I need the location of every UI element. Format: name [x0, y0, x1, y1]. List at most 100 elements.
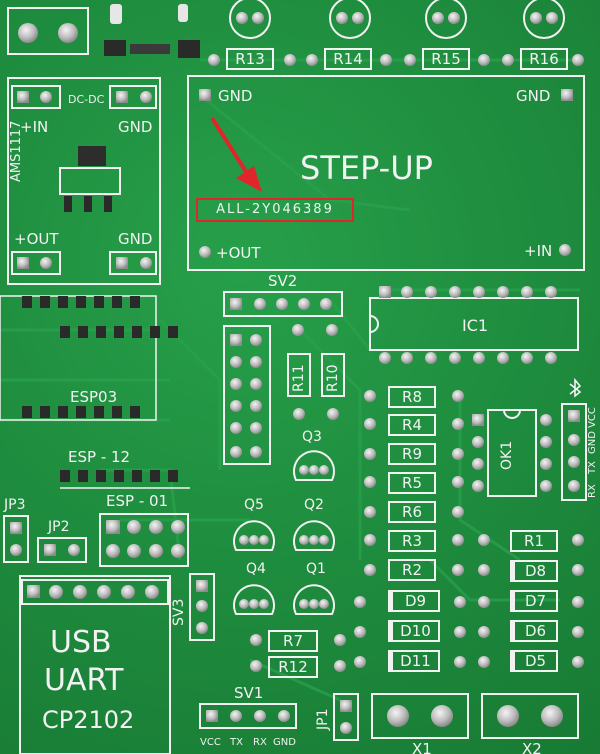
- ams1117-outline: [59, 167, 121, 195]
- r10-label: R10: [325, 364, 341, 392]
- pad: [199, 89, 211, 101]
- diode-label: D8: [510, 560, 558, 582]
- jp1-outline: [333, 693, 359, 741]
- q1-label: Q1: [306, 561, 326, 577]
- diode-label: D10: [388, 620, 440, 642]
- pad: [58, 23, 78, 43]
- resistor-label: R9: [388, 443, 436, 465]
- resistor-label: R3: [388, 530, 436, 552]
- bt-pin-vcc: VCC: [587, 407, 598, 428]
- pad: [18, 23, 38, 43]
- usb-label: USB: [50, 625, 112, 660]
- stepup-gnd-right: GND: [516, 87, 551, 105]
- x2-outline: [481, 693, 579, 739]
- pad: [199, 246, 211, 258]
- smd-cap: [78, 146, 106, 166]
- sv1-pin-tx: TX: [230, 737, 243, 748]
- sv1-label: SV1: [234, 684, 264, 702]
- ok1-outline: [487, 409, 537, 497]
- esp01-label: ESP - 01: [106, 492, 169, 510]
- smd-part: [110, 4, 122, 24]
- stepup-out: +OUT: [216, 244, 261, 262]
- stepup-title: STEP-UP: [300, 149, 433, 187]
- q2-label: Q2: [304, 497, 324, 513]
- esp03-label: ESP03: [70, 388, 118, 406]
- cp2102-label: CP2102: [42, 706, 135, 734]
- resistor-label: R8: [388, 386, 436, 408]
- resistor-label: R13: [226, 48, 274, 70]
- resistor-label: R15: [422, 48, 470, 70]
- diode-label: D6: [510, 620, 558, 642]
- resistor-label: R16: [520, 48, 568, 70]
- stepup-outline: [187, 75, 585, 271]
- sv3-outline: [189, 573, 215, 641]
- ic1-outline: [369, 297, 579, 351]
- bt-pin-tx: TX: [587, 461, 598, 474]
- red-arrow-icon: [210, 116, 262, 192]
- x1-outline: [371, 693, 469, 739]
- resistor-label: R4: [388, 414, 436, 436]
- pad: [561, 89, 573, 101]
- resistor-label: R12: [268, 656, 318, 678]
- top-resistor-pads: [208, 54, 584, 66]
- diode-label: D7: [510, 590, 558, 612]
- resistor-label: R2: [388, 559, 436, 581]
- ic1-label: IC1: [462, 316, 489, 335]
- dcdc-gnd-bottom: GND: [118, 230, 153, 248]
- q4-label: Q4: [246, 561, 266, 577]
- dcdc-gnd-top: GND: [118, 118, 153, 136]
- r10-outline: [321, 353, 345, 397]
- bt-pin-gnd: GND: [587, 431, 598, 454]
- bluetooth-icon: [569, 377, 582, 398]
- dcdc-chip-label: AMS1117: [9, 120, 24, 182]
- jp2-label: JP2: [48, 519, 70, 535]
- resistor-label: R14: [324, 48, 372, 70]
- stepup-gnd-left: GND: [218, 87, 253, 105]
- sv1-outline: [199, 703, 297, 729]
- sv1-pin-rx: RX: [253, 737, 267, 748]
- smd-array: [130, 44, 170, 54]
- smd-part: [178, 40, 200, 58]
- jp3-outline: [3, 515, 29, 563]
- pad: [559, 244, 571, 256]
- transistor-outlines: [233, 450, 335, 615]
- x1-label: X1: [412, 740, 432, 754]
- top-left-connector-outline: [7, 7, 89, 55]
- diode-label: D5: [510, 650, 558, 672]
- dcdc-outline: [7, 77, 161, 285]
- stepup-in: +IN: [524, 242, 553, 260]
- esp12-label: ESP - 12: [68, 448, 131, 466]
- sv1-pin-gnd: GND: [273, 737, 296, 748]
- jp1-label: JP1: [315, 708, 331, 730]
- bt-pin-rx: RX: [587, 484, 598, 498]
- resistor-label: R6: [388, 501, 436, 523]
- mid-resistor-pads: [250, 390, 584, 672]
- dcdc-out: +OUT: [14, 230, 59, 248]
- diode-label: D11: [388, 650, 440, 672]
- smd-part: [104, 40, 126, 56]
- esp01-outline: [99, 513, 189, 567]
- uart-label: UART: [44, 663, 124, 698]
- sv3-label: SV3: [171, 598, 187, 626]
- resistor-label: R7: [268, 630, 318, 652]
- sv1-pin-vcc: VCC: [200, 737, 221, 748]
- resistor-label: R1: [510, 530, 558, 552]
- stepup-serial-highlight: ALL-2Y046389: [196, 198, 354, 222]
- dcdc-label: DC-DC: [68, 93, 105, 106]
- smd-part: [178, 4, 188, 22]
- sv2-outline: [223, 291, 343, 317]
- x2-label: X2: [522, 740, 542, 754]
- bt-header-outline: [561, 403, 587, 501]
- q5-label: Q5: [244, 497, 264, 513]
- usb-module-outline: [19, 575, 171, 754]
- jp2-outline: [37, 537, 87, 563]
- jp3-label: JP3: [4, 497, 26, 513]
- diode-label: D9: [388, 590, 440, 612]
- ok1-label: OK1: [499, 440, 515, 470]
- vertical-header-outline: [223, 325, 271, 465]
- sv2-label: SV2: [268, 272, 298, 290]
- q3-label: Q3: [302, 429, 322, 445]
- dcdc-in: +IN: [20, 118, 49, 136]
